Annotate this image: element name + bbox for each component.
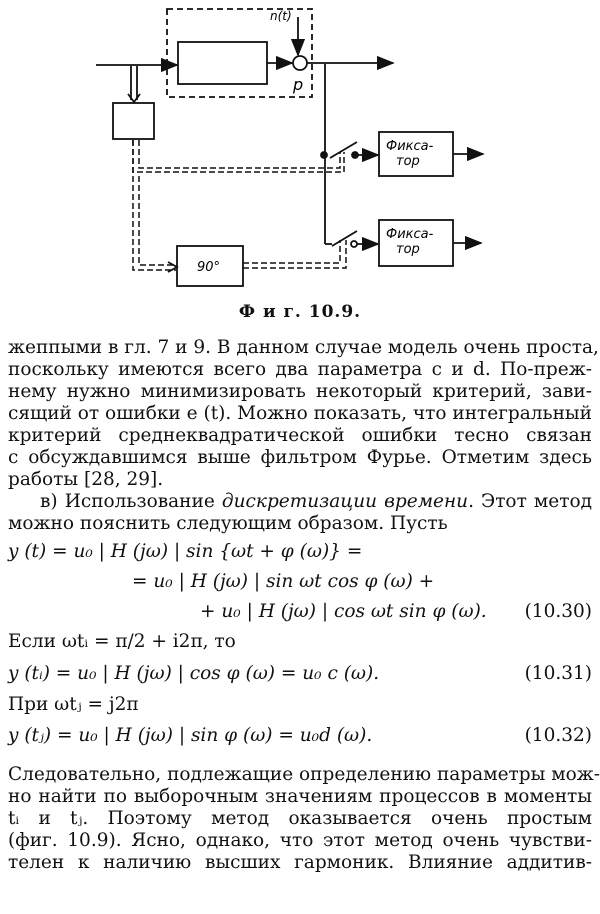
condition-1: Если ωtᵢ = π/2 + i2π, то [8, 631, 236, 652]
text-line: Следовательно, подлежащие определению па… [8, 764, 600, 785]
equation-number: (10.31) [524, 663, 592, 684]
figure-caption: Ф и г. 10.9. [238, 302, 362, 322]
text-span: в) Использование [40, 491, 222, 512]
text-line: tᵢ и tⱼ. Поэтому метод оказывается очень… [8, 808, 592, 829]
noise-label: n(t) [270, 9, 292, 23]
equation-number: (10.32) [524, 725, 592, 746]
switch-2 [331, 230, 358, 247]
equation-10-30-line2: = u₀ | H (jω) | sin ωt cos φ (ω) + [132, 571, 435, 592]
generator-block [112, 102, 155, 140]
text-line: но найти по выборочным значениям процесс… [8, 786, 592, 807]
italic-term: дискретизации времени [221, 491, 469, 512]
text-line: критерий среднеквадратической ошибки тес… [8, 425, 592, 446]
text-line: можно пояснить следующим образом. Пусть [8, 513, 448, 534]
text-line: жеппыми в гл. 7 и 9. В данном случае мод… [8, 337, 599, 358]
holder-1-label-2: тор [396, 154, 420, 169]
block-diagram: n(t) p 90° Фикса- тор Фикса- тор [96, 8, 485, 287]
text-line: телен к наличию высших гармоник. Влияние… [8, 852, 592, 873]
text-line: в) Использование дискретизации времени. … [40, 491, 592, 513]
sum-label: p [292, 75, 303, 94]
equation-10-30-line3: + u₀ | H (jω) | cos ωt sin φ (ω). [200, 601, 487, 622]
condition-2: При ωtⱼ = j2π [8, 694, 139, 715]
holder-1-label: Фикса- [386, 139, 434, 154]
holder-2-label: Фикса- [386, 227, 434, 242]
text-line: с обсуждавшимся выше фильтром Фурье. Отм… [8, 447, 592, 468]
equation-number: (10.30) [524, 601, 592, 622]
plant-boundary-dashed [166, 8, 313, 98]
text-line: сящий от ошибки e (t). Можно показать, ч… [8, 403, 592, 424]
summing-junction [292, 55, 308, 71]
holder-2-label-2: тор [396, 242, 420, 257]
equation-10-32: y (tⱼ) = u₀ | H (jω) | sin φ (ω) = u₀d (… [8, 725, 373, 746]
plant-block [177, 41, 268, 85]
text-span: . Этот метод [468, 491, 592, 512]
phase-label: 90° [197, 260, 220, 275]
text-line: поскольку имеются всего два параметра c … [8, 359, 592, 380]
text-line: (фиг. 10.9). Ясно, однако, что этот мето… [8, 830, 592, 851]
switch-1 [329, 141, 358, 159]
equation-10-31: y (tᵢ) = u₀ | H (jω) | cos φ (ω) = u₀ c … [8, 663, 380, 684]
text-line: работы [28, 29]. [8, 469, 164, 490]
equation-10-30-line1: y (t) = u₀ | H (jω) | sin {ωt + φ (ω)} = [8, 541, 363, 562]
text-line: нему нужно минимизировать некоторый крит… [8, 381, 592, 402]
